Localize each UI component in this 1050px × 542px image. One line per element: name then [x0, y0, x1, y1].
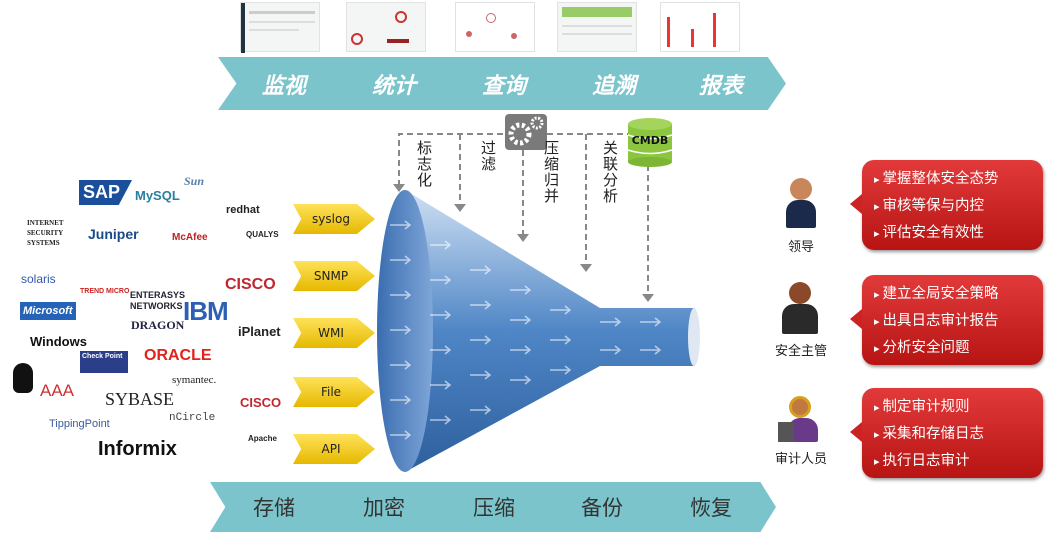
logo-cisco-2: CISCO: [240, 395, 282, 410]
step-trace: 追溯: [548, 57, 680, 110]
step-compress: 压缩: [430, 482, 558, 532]
duty-item: 制定审计规则: [874, 394, 1043, 421]
pipe-end: [688, 308, 700, 366]
duty-item: 出具日志审计报告: [874, 308, 1043, 335]
logo-solaris: solaris: [21, 272, 56, 286]
step-backup: 备份: [538, 482, 666, 532]
gear-icon: [505, 114, 547, 150]
duty-item: 分析安全问题: [874, 335, 1043, 362]
duty-item: 建立全局安全策略: [874, 281, 1043, 308]
input-snmp: SNMP: [293, 261, 375, 291]
logo-ncircle: nCircle: [169, 412, 216, 424]
funnel-mouth: [377, 190, 433, 472]
logo-aaa: AAA: [40, 381, 75, 400]
role-leader-duties: 掌握整体安全态势审核等保与内控评估安全有效性: [850, 160, 1043, 250]
logo-oracle: ORACLE: [144, 347, 212, 364]
logo-informix: Informix: [98, 438, 177, 460]
logo-cisco: CISCO: [225, 276, 276, 293]
auditor-avatar-icon: [778, 396, 822, 446]
process-compress-merge: 压缩归并: [542, 140, 560, 204]
logo-trend-micro: TREND MICRO: [80, 288, 130, 295]
step-encrypt: 加密: [320, 482, 448, 532]
role-auditor-duties: 制定审计规则采集和存储日志执行日志审计: [850, 388, 1043, 478]
step-monitor: 监视: [218, 57, 350, 110]
step-report: 报表: [656, 57, 786, 110]
input-file: File: [293, 377, 375, 407]
role-auditor-label: 审计人员: [774, 452, 827, 467]
input-api: API: [293, 434, 375, 464]
role-security-manager-duties: 建立全局安全策略出具日志审计报告分析安全问题: [850, 275, 1043, 365]
logo-windows: Windows: [30, 334, 87, 349]
logo-qualys: QUALYS: [246, 230, 279, 239]
logo-checkpoint: Check Point: [80, 351, 128, 373]
leader-avatar-icon: [786, 178, 816, 230]
report-screenshot-thumbnail: [660, 2, 740, 52]
role-security-manager-label: 安全主管: [774, 344, 827, 359]
logo-mysql: MySQL: [135, 188, 180, 203]
step-query: 查询: [438, 57, 570, 110]
cmdb-database-icon: [627, 118, 673, 167]
logo-redhat: redhat: [226, 204, 260, 216]
funnel-cone: [405, 190, 695, 472]
logo-linux-tux: [13, 363, 33, 393]
process-normalize: 标志化: [415, 140, 433, 188]
logo-ibm: IBM: [183, 296, 229, 326]
duty-item: 采集和存储日志: [874, 421, 1043, 448]
duty-item: 审核等保与内控: [874, 193, 1043, 220]
dashed-flow-lines: [398, 133, 649, 296]
input-syslog: syslog: [293, 204, 375, 234]
process-correlation: 关联分析: [601, 140, 619, 204]
process-filter: 过滤: [479, 140, 497, 172]
step-statistics: 统计: [328, 57, 460, 110]
logo-mcafee: McAfee: [172, 232, 208, 243]
duty-item: 评估安全有效性: [874, 220, 1043, 247]
role-leader-label: 领导: [787, 240, 814, 255]
logo-sybase: SYBASE: [105, 389, 175, 409]
trace-screenshot-thumbnail: [557, 2, 637, 52]
monitor-screenshot-thumbnail: [240, 2, 320, 53]
duty-item: 掌握整体安全态势: [874, 166, 1043, 193]
arrowheads: [393, 184, 654, 302]
statistics-screenshot-thumbnail: [346, 2, 426, 52]
input-wmi: WMI: [293, 318, 375, 348]
security-manager-avatar-icon: [782, 282, 818, 336]
logo-iplanet: iPlanet: [238, 324, 281, 339]
duty-item: 执行日志审计: [874, 448, 1043, 475]
logo-tippingpoint: TippingPoint: [49, 418, 110, 430]
logo-enterasys: ENTERASYS NETWORKS: [130, 290, 186, 311]
step-restore: 恢复: [646, 482, 776, 532]
logo-dragon: DRAGON: [131, 318, 185, 332]
query-screenshot-thumbnail: [455, 2, 535, 52]
logo-microsoft: Microsoft: [20, 302, 76, 320]
logo-apache: Apache: [248, 434, 277, 443]
logo-juniper: Juniper: [88, 226, 139, 242]
logo-iss: Internet Security Systems: [27, 219, 64, 247]
cmdb-label: CMDB: [631, 134, 669, 147]
logo-symantec: symantec.: [172, 374, 217, 386]
flow-arrows: [390, 220, 662, 440]
step-storage: 存储: [210, 482, 338, 532]
logo-sun: Sun: [184, 174, 205, 188]
